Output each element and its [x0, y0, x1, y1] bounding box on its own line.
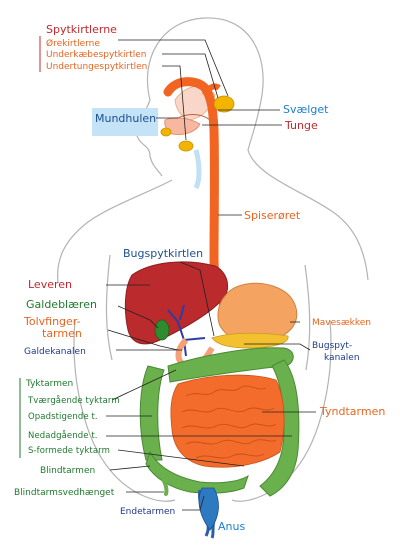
- label-blindtarmen: Blindtarmen: [40, 466, 95, 476]
- label-anus: Anus: [218, 520, 245, 533]
- label-s-formede: S-formede tyktarm: [28, 446, 110, 456]
- label-endetarmen: Endetarmen: [120, 507, 175, 517]
- label-bugspyt-1: Bugspyt-: [312, 341, 352, 351]
- label-opadstigende: Opadstigende t.: [28, 412, 98, 422]
- label-spiseroret: Spiserøret: [244, 209, 301, 222]
- small-intestine-shape: [170, 374, 285, 468]
- label-tunge: Tunge: [284, 119, 318, 132]
- label-nedadgaende: Nedadgående t.: [28, 430, 98, 441]
- label-blindtarmsvedhaenget: Blindtarmsvedhænget: [14, 488, 115, 498]
- body-outline: [57, 17, 369, 502]
- label-galdekanalen: Galdekanalen: [24, 347, 86, 357]
- label-tolvfinger-2: tarmen: [42, 327, 82, 340]
- label-underkaebespytkirtlen: Underkæbespytkirtlen: [46, 50, 146, 60]
- label-bugspytkirtlen: Bugspytkirtlen: [123, 247, 203, 260]
- label-tyktarmen: Tyktarmen: [25, 379, 73, 389]
- label-mundhulen: Mundhulen: [95, 112, 156, 125]
- liver-shape: [124, 261, 229, 345]
- pancreas-shape: [211, 332, 289, 349]
- label-spytkirtlerne: Spytkirtlerne: [46, 23, 117, 36]
- label-tyndtarmen: Tyndtarmen: [319, 405, 385, 418]
- labels: Spytkirtlerne Ørekirtlerne Underkæbespyt…: [14, 23, 385, 533]
- label-bugspyt-2: kanalen: [324, 353, 360, 363]
- label-orekirtlerne: Ørekirtlerne: [46, 38, 100, 49]
- salivary-glands: [160, 95, 235, 152]
- leader-lines: [106, 39, 316, 511]
- label-mavesaekken: Mavesækken: [312, 318, 371, 328]
- label-tolvfinger-1: Tolvfinger-: [23, 315, 81, 328]
- trachea-shape: [193, 149, 202, 190]
- bile-ducts: [167, 304, 206, 357]
- small-intestine-coils: [181, 385, 277, 459]
- label-svaelget: Svælget: [283, 103, 329, 116]
- appendix-shape: [156, 468, 169, 496]
- label-leveren: Leveren: [28, 278, 72, 291]
- label-tvaergaende: Tværgående tyktarm: [27, 395, 120, 406]
- colon-shape: [139, 347, 300, 497]
- label-undertungespytkirtlen: Undertungespytkirtlen: [46, 62, 147, 72]
- label-galdeblaeren: Galdeblæren: [26, 298, 97, 311]
- mouth-highlight-box: [92, 108, 158, 136]
- gallbladder-shape: [154, 319, 170, 341]
